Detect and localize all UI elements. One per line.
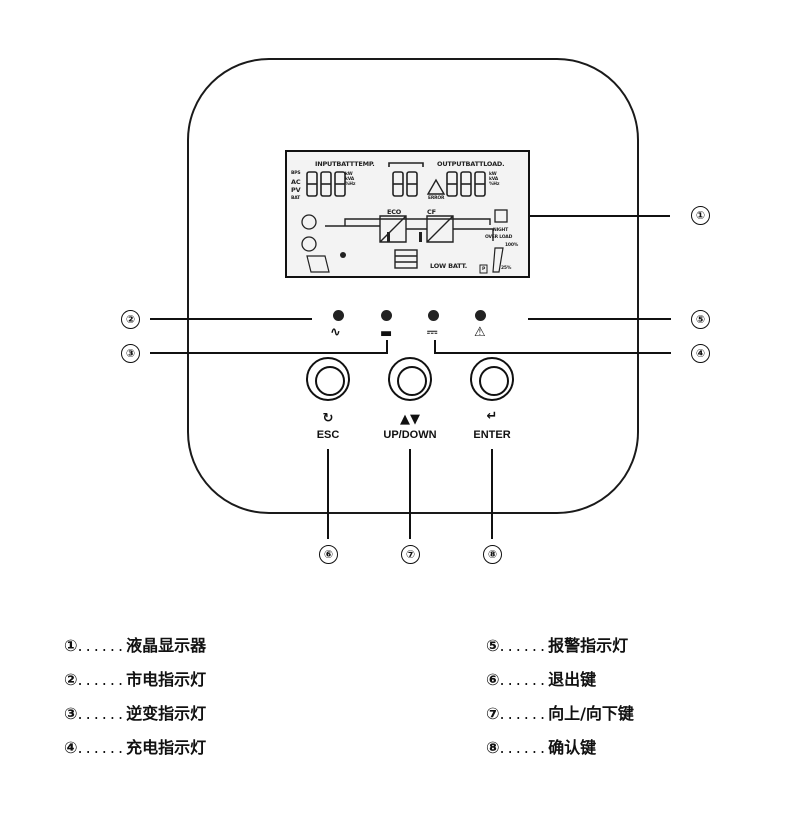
callout-line-3 bbox=[150, 352, 386, 354]
legend-item: ⑥......退出键 bbox=[486, 666, 596, 690]
callout-line-5 bbox=[528, 318, 671, 320]
lcd-graphics bbox=[301, 162, 508, 274]
callout-line-4 bbox=[434, 352, 671, 354]
legend-num: ⑤ bbox=[486, 636, 500, 655]
legend-item: ①......液晶显示器 bbox=[64, 632, 206, 656]
legend-text: 向上/向下键 bbox=[548, 704, 634, 723]
esc-label: ESC bbox=[316, 429, 340, 441]
legend-dots: ...... bbox=[499, 704, 549, 723]
lcd-bps-label: BPS bbox=[291, 171, 301, 176]
led-alarm bbox=[475, 310, 486, 321]
lcd-error-label: ERROR bbox=[428, 196, 445, 201]
led-inverter bbox=[381, 310, 392, 321]
callout-line-8 bbox=[491, 449, 493, 539]
up-down-arrows-icon: ▲▼ bbox=[400, 412, 420, 427]
alarm-warning-icon: ⚠ bbox=[474, 325, 486, 340]
marker-1: ① bbox=[691, 206, 710, 225]
callout-line-4-vertical bbox=[434, 340, 436, 354]
lcd-left-digits bbox=[306, 171, 346, 197]
led-mains bbox=[333, 310, 344, 321]
legend-item: ④......充电指示灯 bbox=[64, 734, 206, 758]
charge-icon: ⎓ bbox=[427, 325, 438, 340]
legend-item: ⑤......报警指示灯 bbox=[486, 632, 628, 656]
marker-4: ④ bbox=[691, 344, 710, 363]
lcd-middle-digits bbox=[392, 171, 418, 197]
legend-text: 退出键 bbox=[548, 670, 597, 689]
legend-dots: ...... bbox=[77, 670, 127, 689]
lcd-night-label: NIGHT bbox=[493, 228, 508, 233]
lcd-units-right: kW kVA %Hz bbox=[489, 172, 500, 187]
legend-num: ⑥ bbox=[486, 670, 500, 689]
lcd-low-batt-label: LOW BATT. bbox=[430, 262, 468, 270]
legend-num: ③ bbox=[64, 704, 78, 723]
lcd-right-digits bbox=[446, 171, 486, 197]
legend-text: 确认键 bbox=[548, 738, 597, 757]
lcd-output-label: OUTPUTBATTLOAD. bbox=[437, 160, 505, 168]
legend-dots: ...... bbox=[499, 636, 549, 655]
legend-dots: ...... bbox=[77, 636, 127, 655]
lcd-display: INPUTBATTTEMP. OUTPUTBATTLOAD. BPS AC PV… bbox=[285, 150, 530, 278]
marker-2: ② bbox=[121, 310, 140, 329]
up-down-button[interactable] bbox=[388, 357, 432, 401]
marker-3: ③ bbox=[121, 344, 140, 363]
legend-num: ⑦ bbox=[486, 704, 500, 723]
esc-back-icon: ↻ bbox=[322, 411, 334, 426]
lcd-eco-label: ECO bbox=[387, 208, 402, 216]
legend-item: ②......市电指示灯 bbox=[64, 666, 206, 690]
legend-item: ③......逆变指示灯 bbox=[64, 700, 206, 724]
inverter-battery-icon: ▬ bbox=[380, 326, 393, 341]
legend-dots: ...... bbox=[77, 704, 127, 723]
lcd-load-100-label: 100% bbox=[505, 243, 519, 248]
marker-7: ⑦ bbox=[401, 545, 420, 564]
legend-item: ⑧......确认键 bbox=[486, 734, 596, 758]
legend-dots: ...... bbox=[499, 670, 549, 689]
lcd-overload-label: OVER LOAD bbox=[485, 235, 513, 240]
marker-6: ⑥ bbox=[319, 545, 338, 564]
legend-dots: ...... bbox=[499, 738, 549, 757]
lcd-cf-label: CF bbox=[427, 208, 436, 216]
legend-text: 逆变指示灯 bbox=[126, 704, 207, 723]
lcd-input-label: INPUTBATTTEMP. bbox=[315, 160, 375, 168]
lcd-load-25-label: 25% bbox=[501, 266, 512, 271]
enter-return-icon: ↵ bbox=[486, 409, 498, 424]
mains-ac-icon: ∿ bbox=[330, 325, 341, 340]
device-panel bbox=[187, 58, 639, 514]
legend-num: ① bbox=[64, 636, 78, 655]
legend-text: 报警指示灯 bbox=[548, 636, 629, 655]
led-charge bbox=[428, 310, 439, 321]
callout-line-2 bbox=[150, 318, 312, 320]
marker-8: ⑧ bbox=[483, 545, 502, 564]
esc-button[interactable] bbox=[306, 357, 350, 401]
enter-label: ENTER bbox=[473, 429, 511, 441]
enter-button[interactable] bbox=[470, 357, 514, 401]
legend-text: 液晶显示器 bbox=[126, 636, 207, 655]
marker-5: ⑤ bbox=[691, 310, 710, 329]
legend-dots: ...... bbox=[77, 738, 127, 757]
legend-text: 充电指示灯 bbox=[126, 738, 207, 757]
up-down-label: UP/DOWN bbox=[383, 429, 437, 441]
callout-line-7 bbox=[409, 449, 411, 539]
callout-line-3-vertical bbox=[386, 340, 388, 354]
lcd-bat-label: BAT bbox=[291, 196, 301, 201]
lcd-pv-label: PV bbox=[291, 186, 301, 194]
legend-text: 市电指示灯 bbox=[126, 670, 207, 689]
legend-num: ④ bbox=[64, 738, 78, 757]
callout-line-1 bbox=[530, 215, 670, 217]
lcd-units-left: kW kVA %Hz bbox=[345, 172, 356, 187]
callout-line-6 bbox=[327, 449, 329, 539]
lcd-ac-label: AC bbox=[291, 178, 301, 186]
legend-num: ⑧ bbox=[486, 738, 500, 757]
legend-item: ⑦......向上/向下键 bbox=[486, 700, 634, 724]
legend-num: ② bbox=[64, 670, 78, 689]
lcd-p-label: P bbox=[482, 267, 486, 272]
